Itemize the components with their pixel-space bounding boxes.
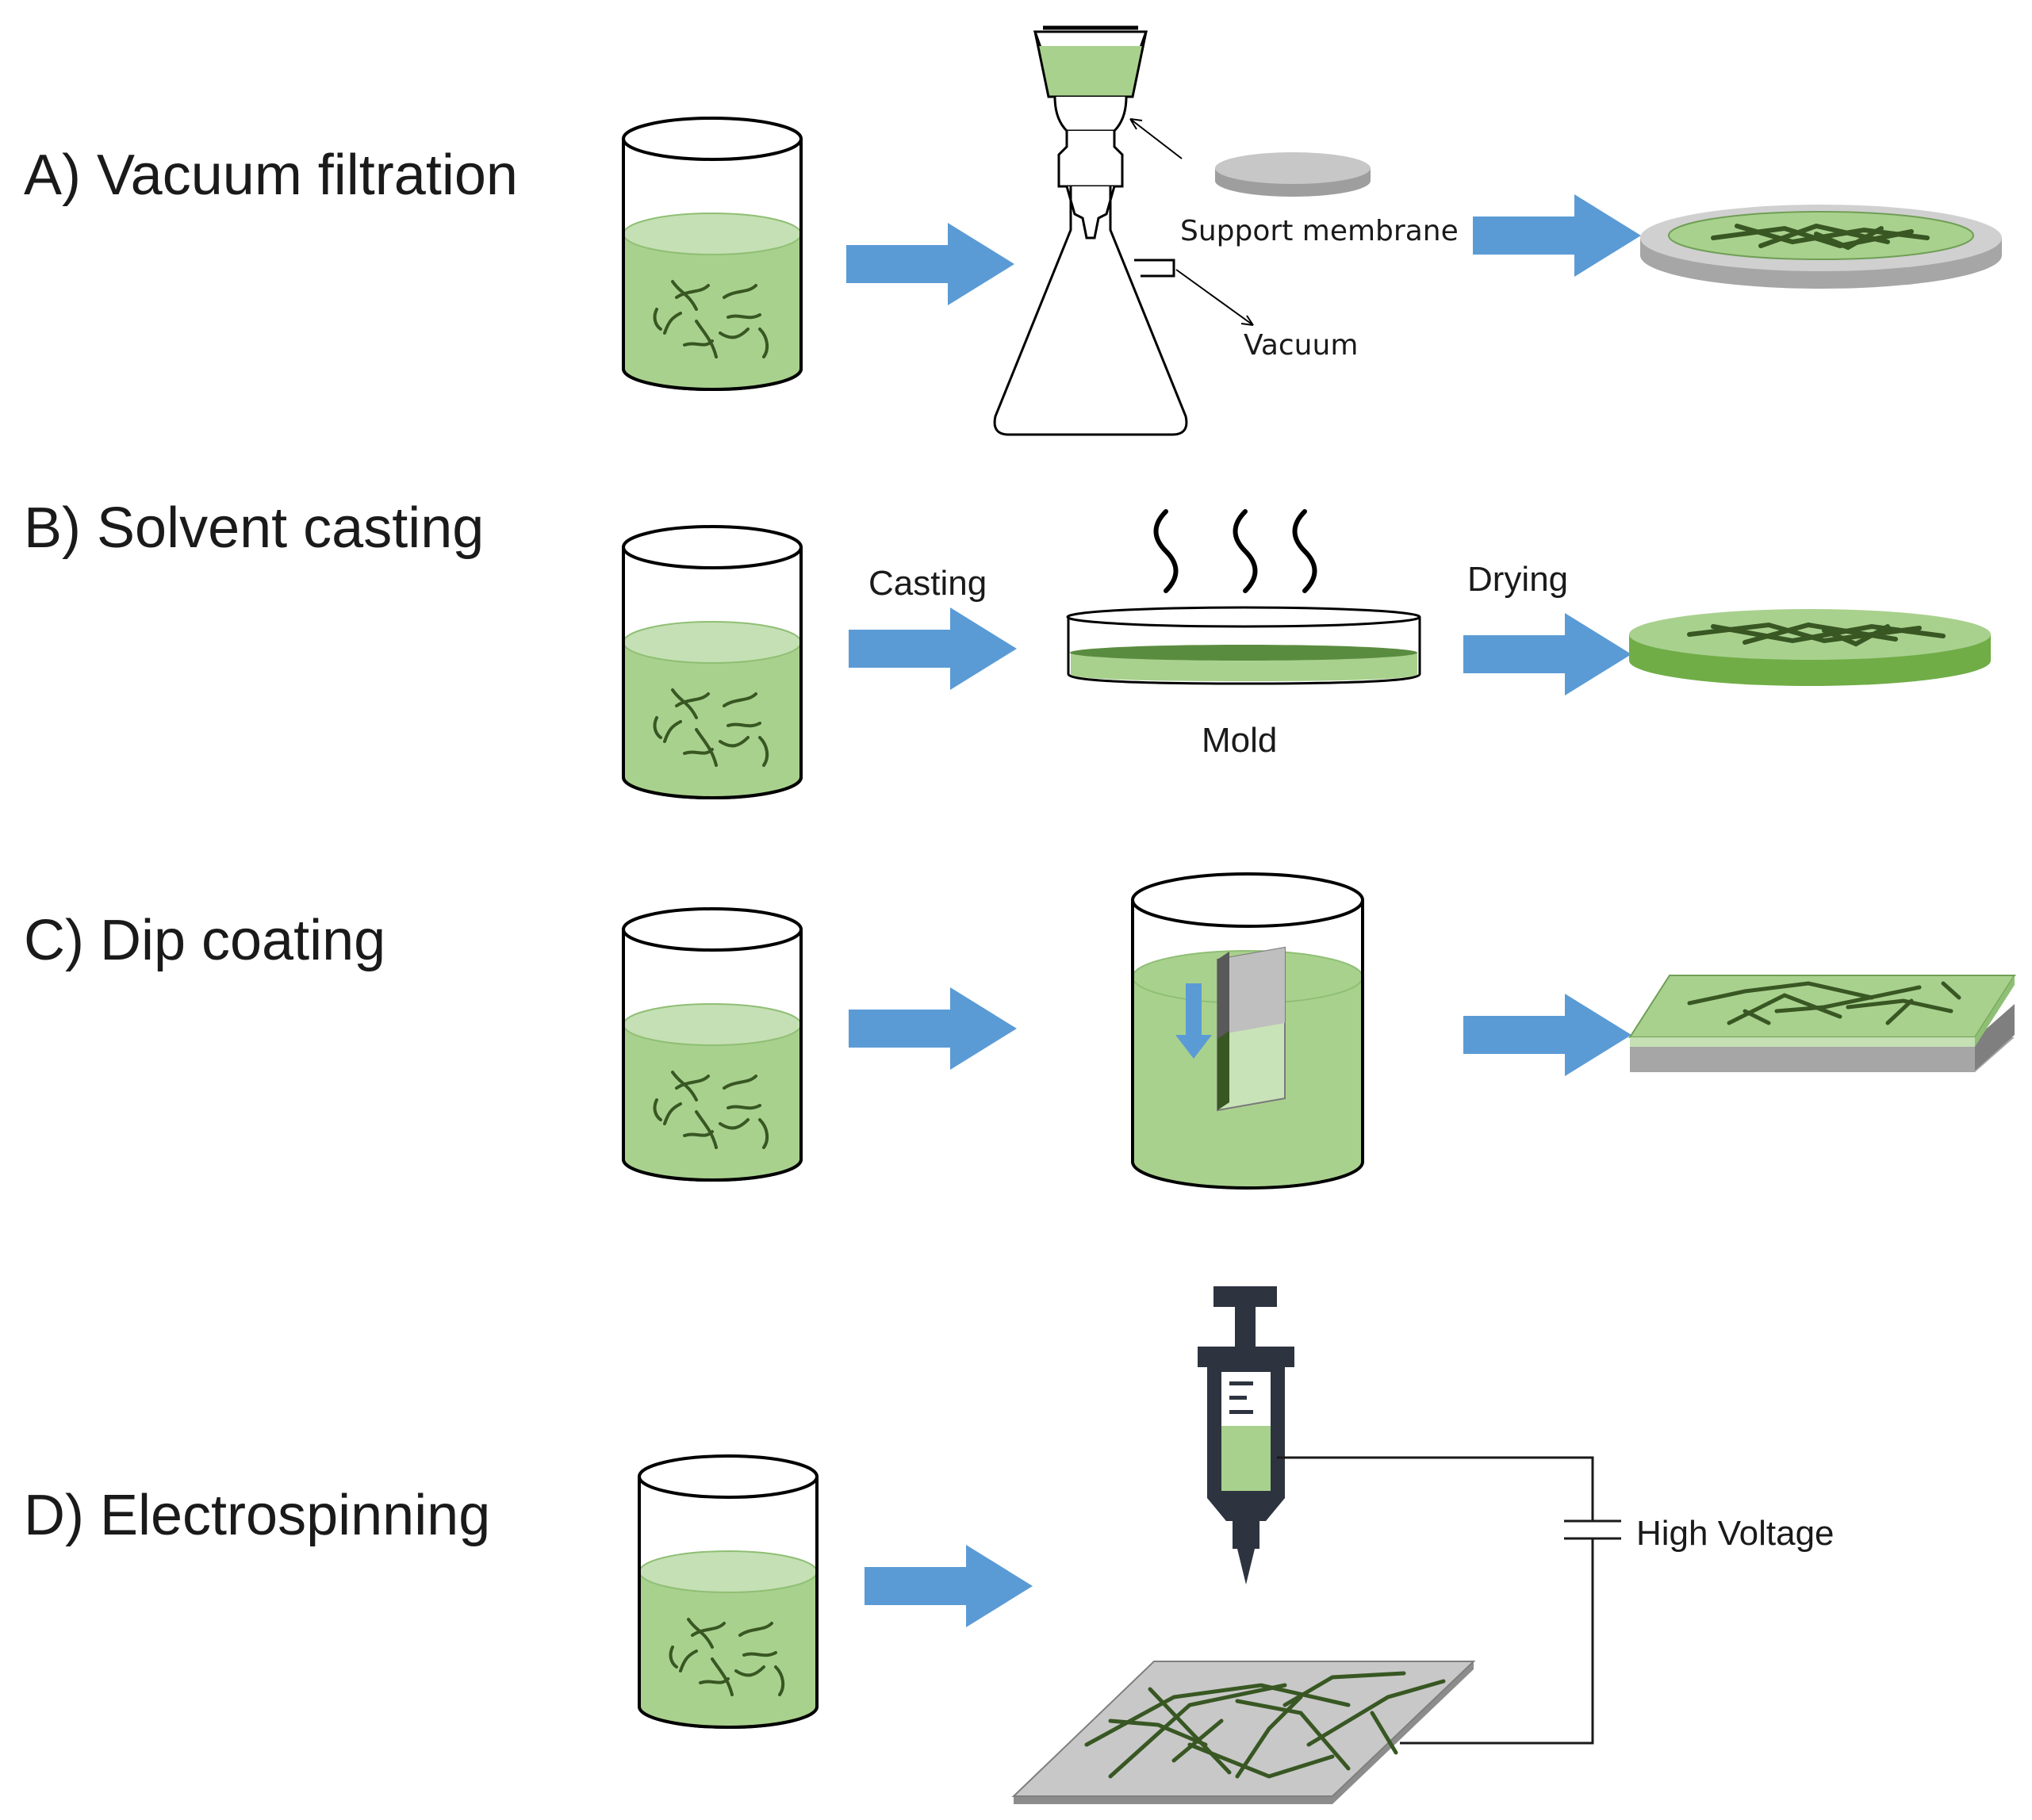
title-vacuum-filtration: A) Vacuum filtration [24, 144, 518, 207]
label-high-voltage: High Voltage [1636, 1514, 1835, 1553]
dip-substrate [1217, 946, 1286, 1112]
beaker-a [622, 117, 803, 391]
dip-down-arrow [1175, 983, 1212, 1059]
title-solvent-casting: B) Solvent casting [24, 496, 484, 560]
arrow-c1 [849, 987, 1017, 1070]
section-electrospinning: D) Electrospinning High Voltage [24, 1286, 1835, 1804]
beaker-c [622, 907, 803, 1182]
dried-film-disk [1629, 609, 1991, 686]
arrow-a2 [1473, 194, 1641, 277]
collector-plate [1011, 1661, 1476, 1804]
evaporation-fumes [1153, 509, 1317, 593]
beaker-d [638, 1454, 819, 1729]
section-dip-coating: C) Dip coating [24, 872, 2016, 1190]
label-vacuum: Vacuum [1244, 329, 1358, 362]
arrow-d1 [865, 1545, 1033, 1627]
arrow-a1 [846, 223, 1014, 305]
label-casting: Casting [868, 564, 987, 603]
arrow-b2 [1463, 613, 1631, 695]
section-solvent-casting: B) Solvent casting Casting Mold Drying [24, 496, 1991, 799]
arrow-c2 [1463, 994, 1631, 1076]
syringe [1198, 1286, 1294, 1584]
beaker-b [622, 525, 803, 799]
support-membrane-disk [1215, 152, 1371, 197]
label-drying: Drying [1467, 560, 1568, 599]
high-voltage-circuit [1277, 1456, 1621, 1745]
title-dip-coating: C) Dip coating [24, 909, 385, 972]
filtered-membrane-disk [1640, 205, 2002, 289]
pointer-lines-a [1129, 118, 1254, 326]
arrow-b1 [849, 607, 1017, 690]
casting-mold [1066, 606, 1421, 685]
dip-coating-bath [1131, 872, 1364, 1190]
coated-substrate [1628, 975, 2016, 1072]
label-mold: Mold [1202, 721, 1277, 760]
title-electrospinning: D) Electrospinning [24, 1484, 490, 1547]
label-support-membrane: Support membrane [1180, 215, 1459, 247]
vacuum-filtration-flask [993, 25, 1188, 436]
section-vacuum-filtration: A) Vacuum filtration Support mem [24, 25, 2002, 436]
